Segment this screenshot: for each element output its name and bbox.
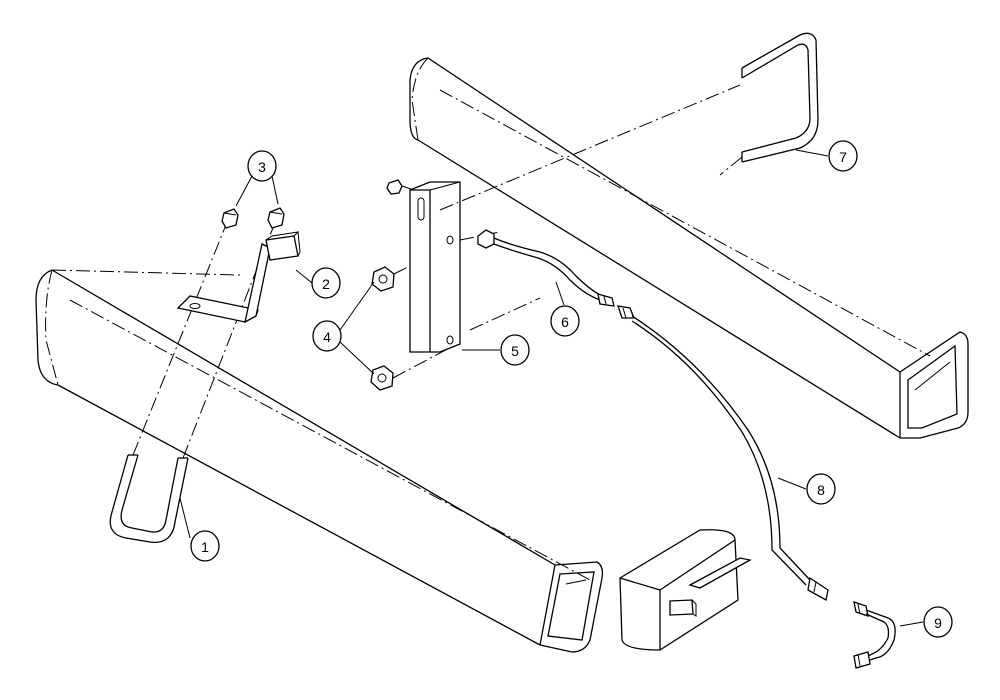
- callout-number: 8: [817, 482, 825, 498]
- callout-2: 2: [311, 267, 341, 299]
- lower-u-bolt: [109, 214, 279, 543]
- callout-number: 4: [323, 329, 331, 345]
- adapter-harness: [853, 601, 896, 669]
- lower-square-tube: [35, 269, 604, 653]
- control-box: [619, 529, 752, 651]
- callout-number: 2: [322, 276, 330, 292]
- mounting-strap: [409, 84, 741, 353]
- callout-circle: [311, 267, 341, 299]
- callout-number: 5: [511, 343, 519, 359]
- top-nuts: [221, 207, 285, 229]
- callout-circle: [500, 334, 530, 366]
- callout-8: 8: [806, 473, 836, 505]
- callout-number: 1: [201, 539, 209, 555]
- callout-number: 7: [839, 149, 847, 165]
- callout-balloons: 1 2 3 4 5 6 7 8 9: [190, 140, 953, 638]
- callout-9: 9: [923, 606, 953, 638]
- leader-lines: [179, 149, 924, 627]
- callout-3: 3: [247, 150, 277, 182]
- upper-u-bolt: [719, 32, 819, 176]
- callout-6: 6: [550, 305, 580, 337]
- angle-bracket: [176, 231, 301, 324]
- callout-circle: [923, 606, 953, 638]
- callout-circle: [550, 305, 580, 337]
- callout-number: 3: [258, 159, 266, 175]
- callout-number: 6: [561, 314, 569, 330]
- callout-4: 4: [312, 320, 342, 352]
- callout-number: 9: [934, 615, 942, 631]
- callout-5: 5: [500, 334, 530, 366]
- upper-square-tube: [409, 57, 969, 439]
- callout-circle: [247, 150, 277, 182]
- callout-1: 1: [190, 530, 220, 562]
- callout-circle: [312, 320, 342, 352]
- callout-7: 7: [828, 140, 858, 172]
- callout-circle: [828, 140, 858, 172]
- callout-circle: [806, 473, 836, 505]
- harness-cable: [617, 305, 829, 602]
- sensor-cable: [477, 229, 615, 307]
- callout-circle: [190, 530, 220, 562]
